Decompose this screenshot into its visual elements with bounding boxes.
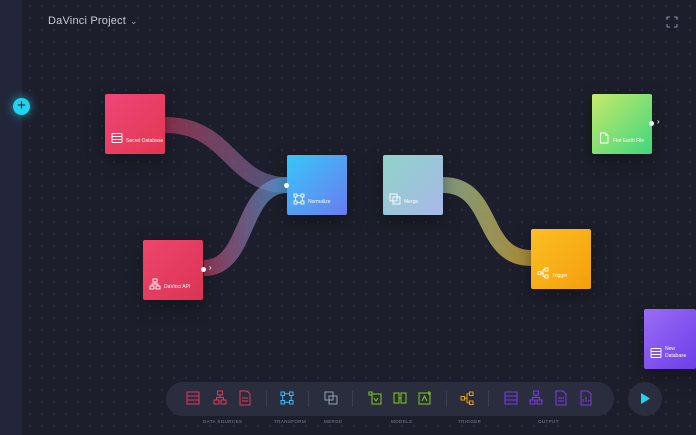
output-report-tool-icon[interactable] [579, 390, 593, 406]
chevron-right-icon[interactable]: › [657, 117, 660, 126]
output-database-tool-icon[interactable] [504, 390, 518, 406]
model-a-tool-icon[interactable] [368, 390, 382, 406]
toolbar-divider [446, 391, 447, 407]
node-label: Secret Database [126, 138, 164, 144]
output-port[interactable] [201, 267, 206, 272]
model-c-tool-icon[interactable] [418, 390, 432, 406]
chevron-down-icon: ⌄ [130, 16, 138, 26]
category-label-output: OUTPUT [538, 419, 559, 424]
hierarchy-icon [149, 278, 161, 290]
node-flat-earth-file[interactable]: Flat Earth File [592, 94, 652, 154]
database-tool-icon[interactable] [186, 390, 200, 406]
node-label: DaVinci API [164, 284, 191, 290]
chevron-right-icon[interactable]: › [209, 263, 212, 272]
run-button[interactable] [628, 382, 662, 416]
node-label: Flat Earth File [613, 138, 645, 144]
output-port[interactable] [649, 121, 654, 126]
input-port[interactable] [284, 183, 289, 188]
node-merge[interactable]: Merge [383, 155, 443, 215]
node-normalize[interactable]: Normalize [287, 155, 347, 215]
node-label: Merge [404, 199, 419, 205]
node-new-database[interactable]: New Database [644, 309, 696, 369]
toolbar-divider [308, 391, 309, 407]
node-secret-database[interactable]: Secret Database [105, 94, 165, 154]
node-toolbar [166, 382, 614, 416]
play-icon [641, 393, 650, 404]
fullscreen-icon[interactable] [666, 16, 678, 28]
flow-api-to-normalize [203, 177, 288, 276]
category-label-models: MODELS [391, 419, 413, 424]
node-label: New Database [665, 346, 687, 359]
node-label: Normalize [308, 199, 331, 205]
toolbar-divider [266, 391, 267, 407]
api-tool-icon[interactable] [213, 390, 227, 406]
toolbar-divider [488, 391, 489, 407]
flow-merge-to-trigger [442, 177, 532, 266]
trigger-icon [537, 267, 549, 279]
output-api-tool-icon[interactable] [529, 390, 543, 406]
category-label-trigger: TRIGGER [458, 419, 482, 424]
category-label-transform: TRANSFORM [274, 419, 307, 424]
transform-tool-icon[interactable] [280, 390, 294, 406]
project-title: DaVinci Project [48, 15, 126, 27]
node-label: Trigger [552, 273, 568, 279]
database-icon [111, 133, 123, 143]
project-title-dropdown[interactable]: DaVinci Project ⌄ [48, 15, 138, 27]
model-b-tool-icon[interactable] [393, 390, 407, 406]
trigger-tool-icon[interactable] [460, 390, 474, 406]
file-tool-icon[interactable] [238, 390, 252, 406]
merge-tool-icon[interactable] [324, 390, 338, 406]
database-icon [650, 348, 662, 358]
add-node-button[interactable]: + [13, 98, 30, 115]
node-trigger[interactable]: Trigger [531, 229, 591, 289]
toolbar-divider [352, 391, 353, 407]
category-label-data-sources: DATA SOURCES [203, 419, 243, 424]
flow-secret-to-normalize [164, 117, 288, 193]
node-davinci-api[interactable]: DaVinci API [143, 240, 203, 300]
merge-icon [389, 193, 401, 205]
category-label-merge: MERGE [324, 419, 343, 424]
transform-icon [293, 193, 305, 205]
output-file-tool-icon[interactable] [554, 390, 568, 406]
file-icon [600, 132, 609, 144]
